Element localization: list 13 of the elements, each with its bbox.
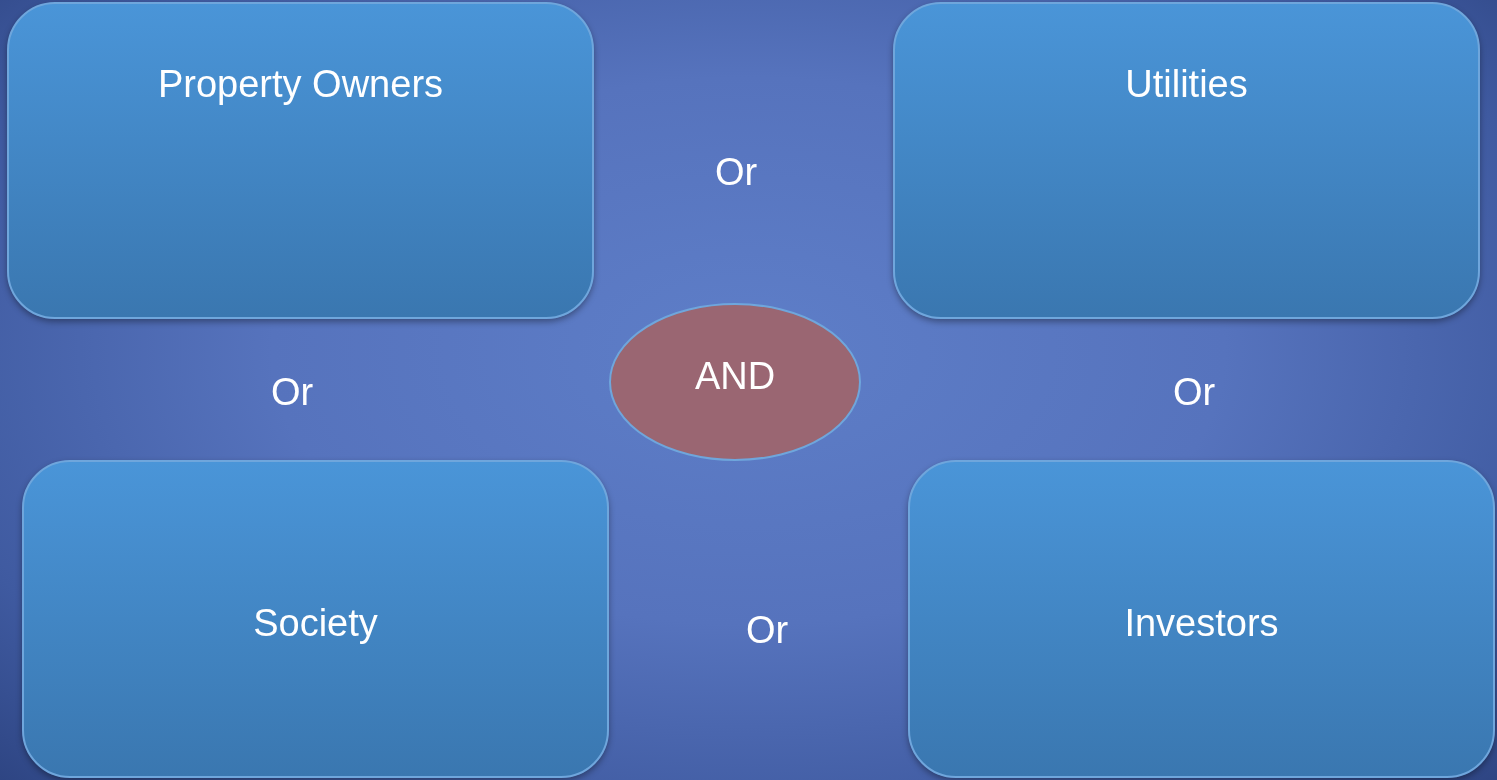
connector-word: Or xyxy=(714,150,758,194)
node-label: Investors xyxy=(1124,601,1279,645)
node-label: AND xyxy=(694,354,776,398)
connector-word: Or xyxy=(745,608,789,652)
node-label: Society xyxy=(253,601,378,645)
node-label: Property Owners xyxy=(157,63,444,106)
rounded-box xyxy=(7,2,594,319)
node-label: Utilities xyxy=(1125,63,1248,106)
rounded-box xyxy=(893,2,1480,319)
connector-word: Or xyxy=(270,370,314,414)
rounded-box xyxy=(22,460,609,778)
rounded-box xyxy=(908,460,1495,778)
connector-word: Or xyxy=(1172,370,1216,414)
